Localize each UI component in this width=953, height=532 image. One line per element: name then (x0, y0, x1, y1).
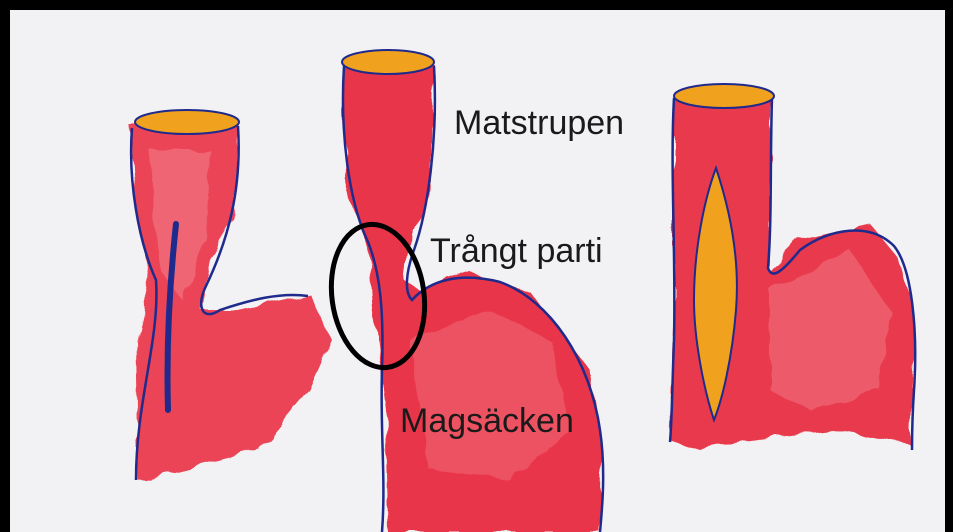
label-stomach: Magsäcken (400, 404, 574, 438)
illustration-panel: Matstrupen Trångt parti Magsäcken (10, 10, 945, 532)
label-narrowing: Trångt parti (430, 234, 603, 268)
left-esophagus-drawing (130, 110, 332, 480)
anatomy-illustration (10, 10, 945, 532)
right-esophagus-drawing (670, 84, 916, 450)
label-esophagus: Matstrupen (454, 106, 624, 140)
